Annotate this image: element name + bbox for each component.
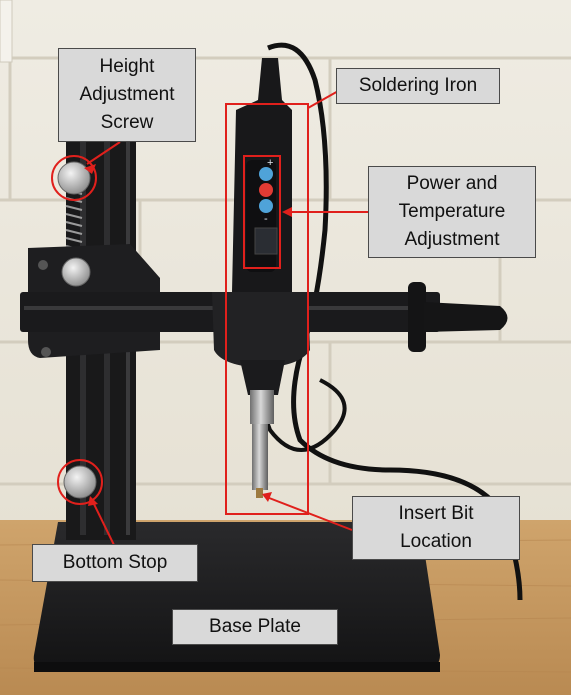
carriage-screw <box>38 260 48 270</box>
iron-shaft <box>252 424 268 490</box>
base-plate-edge <box>34 662 440 672</box>
bottom-stop-label: Bottom Stop <box>32 544 198 582</box>
soldering-iron-label: Soldering Iron <box>336 68 500 104</box>
power-temperature-label: Power and Temperature Adjustment <box>368 166 536 258</box>
insert-bit-location-label: Insert Bit Location <box>352 496 520 560</box>
handle-disc <box>408 282 426 352</box>
height-adjustment-screw-knob <box>57 161 91 195</box>
iron-neck <box>240 360 285 395</box>
iron-plus-glyph: + <box>267 157 273 169</box>
carriage-screw <box>41 347 51 357</box>
iron-collar <box>250 390 274 424</box>
control-panel-outline <box>243 155 281 269</box>
annotations <box>51 89 368 546</box>
height-screw-highlight-circle <box>51 155 97 201</box>
arm-handle <box>424 302 508 332</box>
power-button <box>259 183 273 197</box>
bottom-stop-screw <box>63 465 97 499</box>
spring-lower-screw <box>61 257 91 287</box>
iron-minus-glyph: - <box>264 213 268 225</box>
annotation-arrowheads <box>84 164 292 506</box>
minus-button <box>259 199 273 213</box>
iron-tip <box>256 488 263 498</box>
soldering-iron-outline <box>225 103 309 515</box>
bottom-stop-highlight-circle <box>57 459 103 505</box>
height-adjustment-screw-label: Height Adjustment Screw <box>58 48 196 142</box>
base-plate-label: Base Plate <box>172 609 338 645</box>
iron-clamp <box>212 292 310 368</box>
top-left-fixture <box>0 0 13 63</box>
plus-button <box>259 167 273 181</box>
iron-display <box>254 227 278 255</box>
